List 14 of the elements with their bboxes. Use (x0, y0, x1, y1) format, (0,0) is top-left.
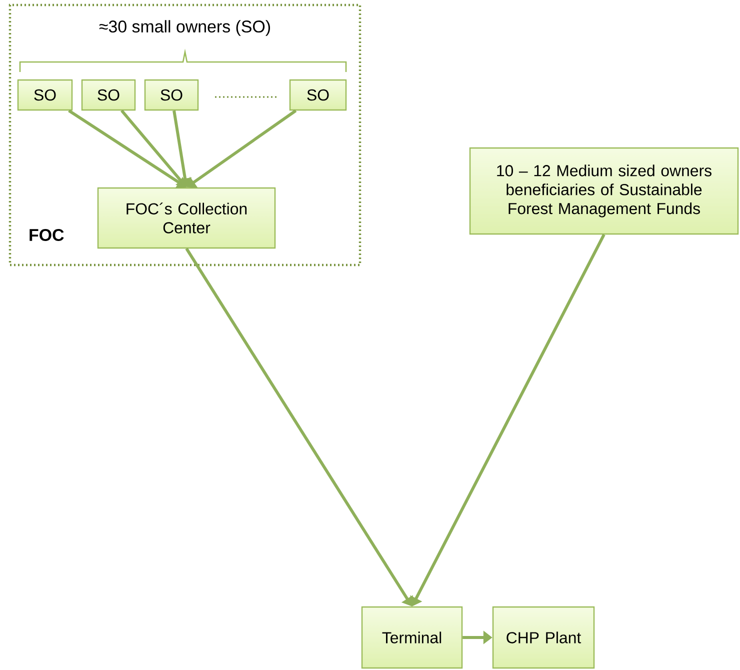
process-box: SO (17, 79, 73, 111)
process-box: CHP Plant (492, 606, 595, 669)
process-box: FOC´s Collection Center (97, 187, 276, 249)
process-box: SO (144, 79, 199, 111)
group-label: FOC (30, 229, 64, 241)
arrow (68, 109, 186, 188)
process-box: SO (289, 79, 347, 111)
arrow (186, 109, 297, 188)
process-box: SO (81, 79, 136, 111)
brace-label: ≈30 small owners (SO) (99, 20, 270, 36)
process-box: Terminal (361, 606, 463, 669)
arrow (120, 110, 186, 188)
group-frame (8, 4, 362, 266)
process-box: 10 – 12 Medium sized owners beneficiaries of Sustainable Forest Management Funds (469, 147, 739, 235)
